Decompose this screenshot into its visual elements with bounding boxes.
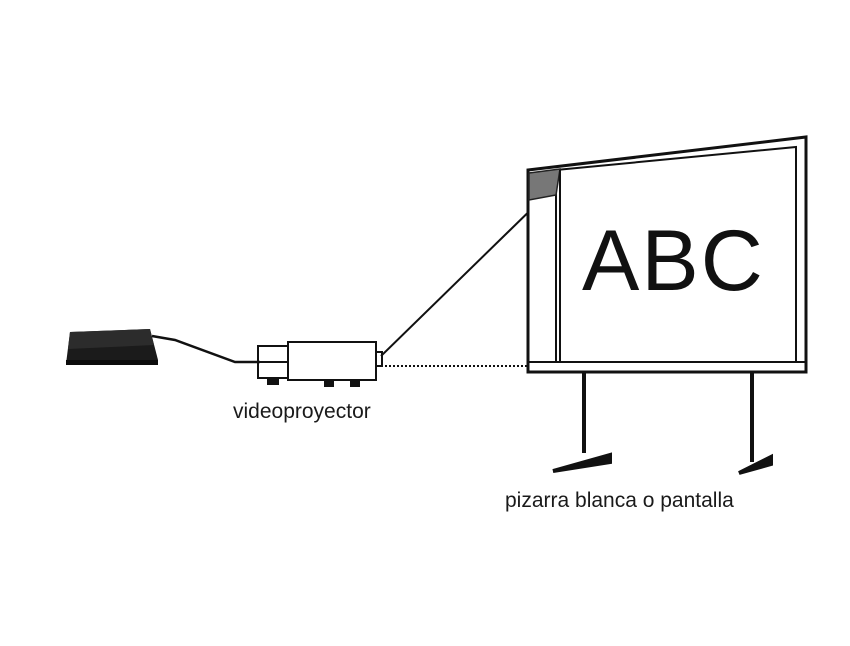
whiteboard-icon xyxy=(526,135,808,374)
whiteboard-stand xyxy=(552,372,773,475)
cable xyxy=(151,334,260,364)
projector-icon xyxy=(257,341,383,387)
projection-ray-upper xyxy=(380,192,549,357)
projector-label: videoproyector xyxy=(233,400,371,423)
board-text: ABC xyxy=(582,213,765,309)
screen-label: pizarra blanca o pantalla xyxy=(505,489,734,512)
media-player-icon xyxy=(66,329,158,365)
